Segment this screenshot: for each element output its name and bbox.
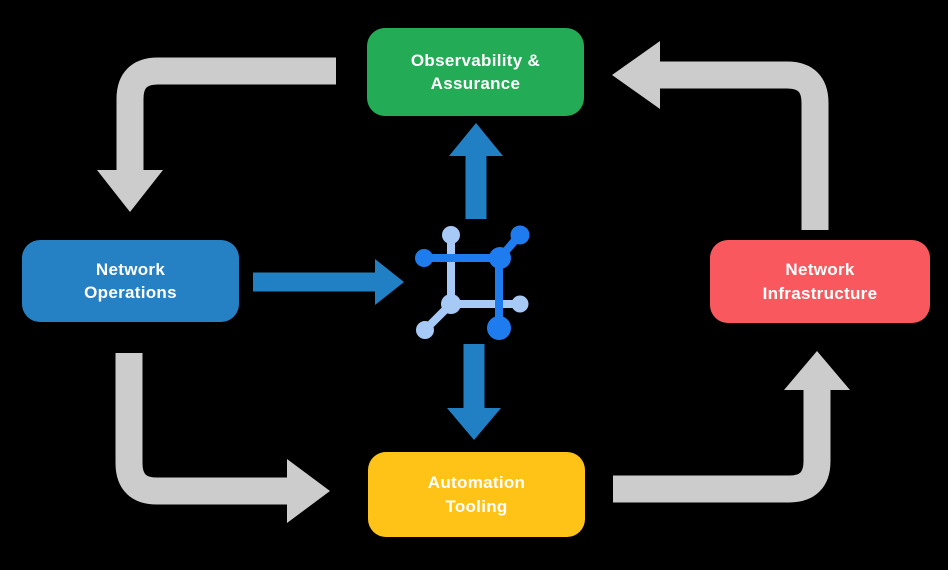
node-label-line2: Tooling — [445, 496, 508, 516]
arrowhead-left — [612, 41, 660, 109]
arrowhead-right — [375, 259, 404, 305]
arrowhead-right — [287, 459, 330, 523]
node-label-line1: Network — [95, 259, 166, 279]
node-label: Network Operations — [84, 258, 177, 305]
node-label-line2: Assurance — [430, 74, 521, 93]
arrow-automation-to-infrastructure — [613, 351, 850, 503]
network-topology-icon — [415, 225, 530, 340]
node-label-line2: Infrastructure — [762, 283, 878, 303]
node-automation-tooling: Automation Tooling — [368, 452, 585, 537]
node-label-line1: Automation — [427, 473, 526, 493]
node-label-line2: Operations — [84, 283, 177, 302]
arrow-operations-to-center — [253, 259, 404, 305]
node-network-infrastructure: Network Infrastructure — [710, 240, 930, 323]
arrow-operations-to-automation — [115, 353, 330, 523]
node-label-line1: Network — [785, 260, 855, 280]
arrowhead-up — [449, 123, 503, 156]
node-label: Automation Tooling — [428, 471, 525, 518]
arrow-center-to-observability — [449, 123, 503, 219]
node-network-operations: Network Operations — [22, 240, 239, 322]
node-label: Observability & Assurance — [411, 49, 540, 96]
arrow-infrastructure-to-observability — [612, 41, 829, 230]
arrow-center-to-automation — [447, 344, 501, 440]
node-label-line1: Observability & — [410, 50, 541, 70]
arrow-observability-to-operations — [97, 57, 336, 212]
arrowhead-down — [97, 170, 163, 212]
arrowhead-up — [784, 351, 850, 390]
node-observability-assurance: Observability & Assurance — [367, 28, 584, 116]
node-label: Network Infrastructure — [763, 258, 878, 305]
arrowhead-down — [447, 408, 501, 440]
